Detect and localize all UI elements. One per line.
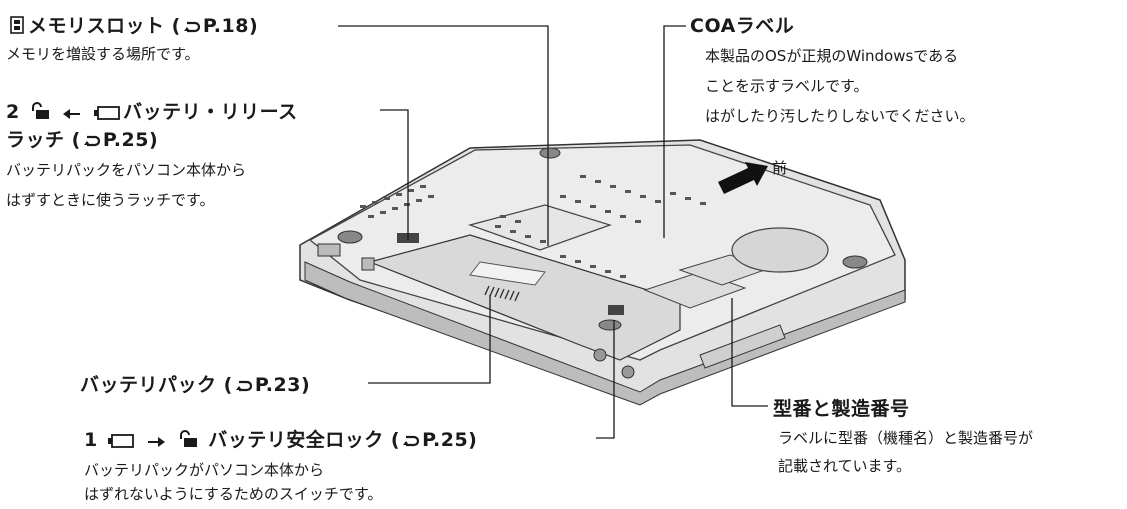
- reference-arrow-icon: [183, 21, 200, 33]
- reference-arrow-icon: [403, 435, 420, 447]
- battery-lock-desc-1: バッテリパックがパソコン本体から: [84, 461, 325, 479]
- coa-label-desc-2: ことを示すラベルです。: [705, 77, 869, 95]
- laptop-illustration: [299, 139, 906, 406]
- leader-lines: [338, 25, 768, 439]
- battery-pack-title: バッテリパック (P.23): [80, 374, 311, 396]
- battery-release-desc-2: はずすときに使うラッチです。: [6, 191, 215, 209]
- reference-arrow-icon: [83, 135, 100, 147]
- memory-slot-title: メモリスロット (P.18): [6, 11, 258, 38]
- coa-label-desc-1: 本製品のOSが正規のWindowsである: [705, 47, 959, 65]
- padlock-open-icon: [180, 430, 198, 447]
- model-number-desc-1: ラベルに型番（機種名）と製造番号が: [778, 429, 1034, 447]
- battery-lock-title: 1 バッテリ安全ロック (P.25): [84, 429, 478, 451]
- battery-release-desc-1: バッテリパックをパソコン本体から: [6, 161, 247, 179]
- memory-slot-desc: メモリを増設する場所です。: [6, 45, 200, 63]
- model-number-title: 型番と製造番号: [773, 398, 910, 420]
- padlock-open-icon: [31, 102, 49, 119]
- model-number-desc-2: 記載されています。: [778, 457, 912, 475]
- battery-icon: [94, 106, 121, 120]
- front-label: 前: [772, 159, 788, 177]
- front-arrow-icon: [718, 162, 768, 194]
- coa-label-title: COAラベル: [690, 15, 795, 37]
- left-arrow-icon: [62, 109, 80, 119]
- memory-chip-icon: [10, 16, 24, 34]
- battery-lock-desc-2: はずれないようにするためのスイッチです。: [84, 485, 383, 503]
- coa-label-desc-3: はがしたり汚したりしないでください。: [705, 107, 975, 125]
- battery-icon: [107, 434, 134, 448]
- reference-arrow-icon: [235, 380, 252, 392]
- battery-release-title: 2 バッテリ・リリース: [6, 101, 298, 123]
- battery-release-title-2: ラッチ (P.25): [6, 129, 159, 151]
- right-arrow-icon: [147, 437, 165, 447]
